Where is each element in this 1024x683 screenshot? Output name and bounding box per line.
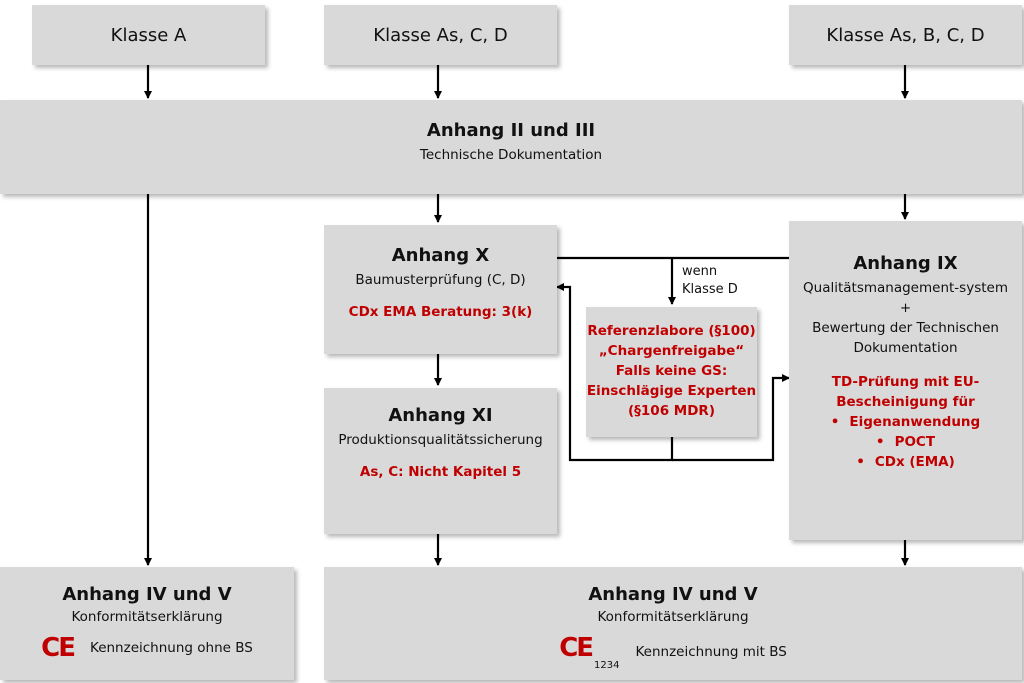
bottom-right-subtitle: Konformitätserklärung — [597, 609, 749, 625]
klasse-a-label: Klasse A — [110, 24, 187, 46]
reference-line3: Falls keine GS: — [615, 363, 728, 379]
anhang-x-box: Anhang X Baumusterprüfung (C, D) CDx EMA… — [324, 225, 557, 354]
anhang-ii-iii-title: Anhang II und III — [426, 120, 596, 141]
bullet-item: POCT — [789, 432, 1022, 452]
anhang-x-note: CDx EMA Beratung: 3(k) — [348, 304, 533, 320]
bottom-left-subtitle: Konformitätserklärung — [71, 609, 223, 625]
bottom-left-mark-label: Kennzeichnung ohne BS — [90, 640, 253, 656]
notified-body-number: 1234 — [594, 660, 620, 671]
reference-line4: Einschlägige Experten — [586, 383, 757, 399]
klasse-as-c-d-box: Klasse As, C, D — [324, 5, 557, 65]
anhang-ix-note1: TD-Prüfung mit EU- — [831, 374, 980, 390]
anhang-ix-note: TD-Prüfung mit EU- Bescheinigung für Eig… — [789, 372, 1022, 472]
anhang-ix-title: Anhang IX — [853, 253, 958, 274]
klasse-a-box: Klasse A — [32, 5, 265, 65]
anhang-ix-line2: Bewertung der Technischen — [812, 320, 999, 336]
anhang-xi-note: As, C: Nicht Kapitel 5 — [359, 464, 522, 480]
anhang-ii-iii-subtitle: Technische Dokumentation — [419, 147, 603, 163]
bullet-item: Eigenanwendung — [789, 412, 1022, 432]
ce-mark-icon: CE — [41, 633, 76, 663]
reference-line2: „Chargenfreigabe“ — [598, 343, 745, 359]
loop-to-anhang-ix — [672, 374, 790, 462]
anhang-x-subtitle: Baumusterprüfung (C, D) — [355, 272, 526, 288]
reference-line1: Referenzlabore (§100) — [587, 323, 756, 339]
reference-line5: (§106 MDR) — [627, 403, 715, 419]
anhang-ix-box: Anhang IX Qualitätsmanagement-system + B… — [789, 221, 1022, 540]
anhang-ix-bullet-list: Eigenanwendung POCT CDx (EMA) — [789, 412, 1022, 472]
bottom-left-mark-row: CE Kennzeichnung ohne BS — [0, 633, 294, 663]
anhang-x-title: Anhang X — [391, 245, 490, 266]
klasse-as-c-d-label: Klasse As, C, D — [373, 24, 508, 46]
bullet-item: CDx (EMA) — [789, 452, 1022, 472]
anhang-xi-title: Anhang XI — [388, 405, 493, 426]
anhang-ix-line3: Dokumentation — [853, 340, 958, 356]
condition-line1: wenn — [682, 264, 718, 279]
loop-to-anhang-x — [556, 283, 674, 462]
anhang-ix-note2: Bescheinigung für — [836, 394, 975, 410]
condition-label: wenn Klasse D — [682, 263, 738, 299]
reference-lab-box: Referenzlabore (§100) „Chargenfreigabe“ … — [586, 307, 757, 437]
bottom-right-box: Anhang IV und V Konformitätserklärung CE… — [324, 567, 1022, 680]
bottom-left-box: Anhang IV und V Konformitätserklärung CE… — [0, 567, 294, 680]
anhang-ix-plus: + — [899, 300, 912, 316]
anhang-ix-description: Qualitätsmanagement-system + Bewertung d… — [789, 278, 1022, 358]
bottom-right-title: Anhang IV und V — [588, 584, 758, 605]
ce-mark-icon: CE — [559, 633, 594, 663]
anhang-xi-subtitle: Produktionsqualitätssicherung — [338, 432, 543, 448]
klasse-as-b-c-d-label: Klasse As, B, C, D — [826, 24, 985, 46]
anhang-ix-line1: Qualitätsmanagement-system — [803, 280, 1008, 296]
klasse-as-b-c-d-box: Klasse As, B, C, D — [789, 5, 1022, 65]
condition-line2: Klasse D — [682, 282, 738, 297]
ce-mark-with-number: CE1234 — [559, 633, 619, 671]
bottom-left-title: Anhang IV und V — [62, 584, 232, 605]
anhang-ii-iii-box: Anhang II und III Technische Dokumentati… — [0, 100, 1022, 194]
anhang-xi-box: Anhang XI Produktionsqualitätssicherung … — [324, 388, 557, 534]
bottom-right-mark-row: CE1234 Kennzeichnung mit BS — [324, 633, 1022, 671]
bottom-right-mark-label: Kennzeichnung mit BS — [635, 644, 787, 660]
